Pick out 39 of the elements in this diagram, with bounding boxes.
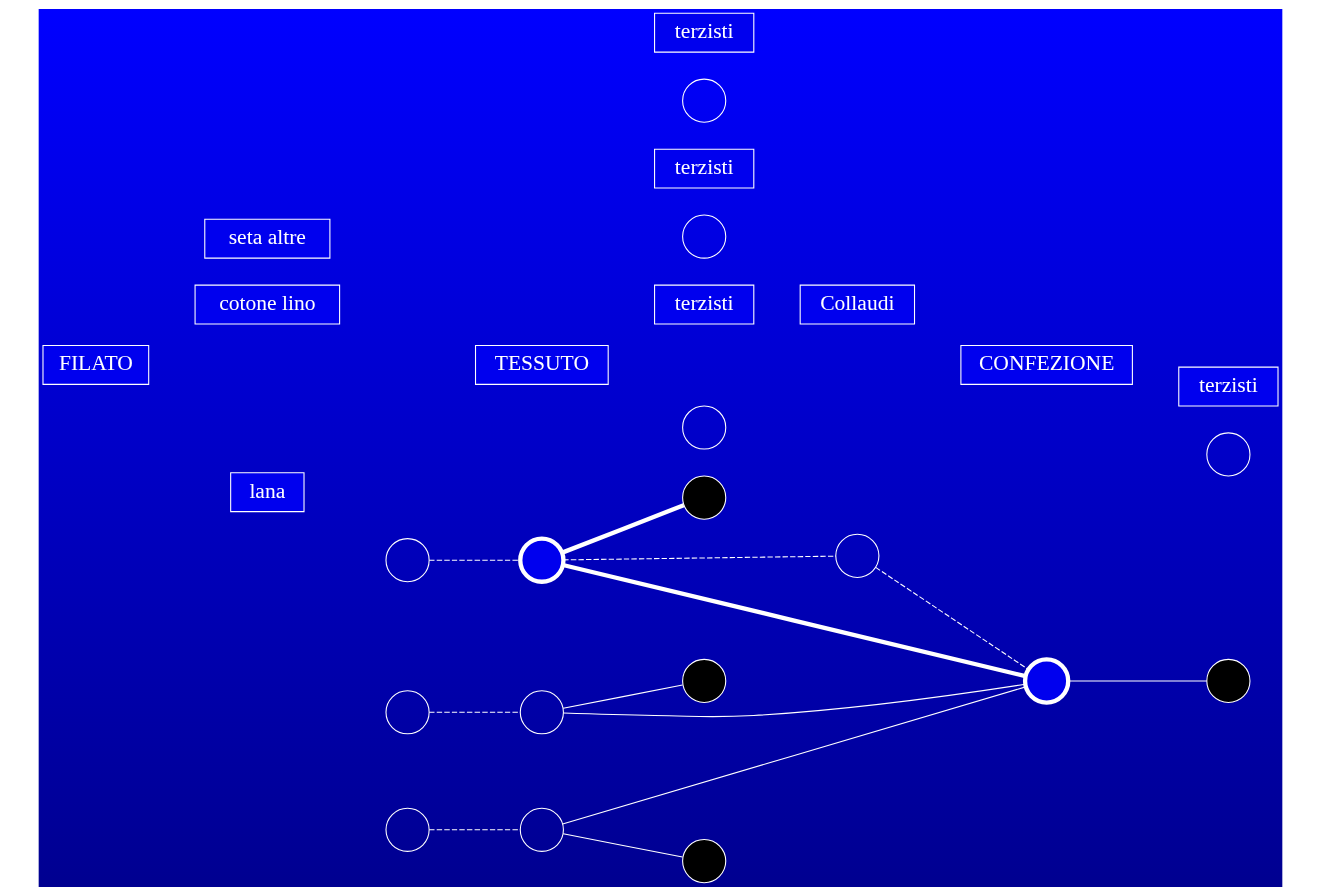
node-box: terzisti (1178, 366, 1279, 406)
connector (428, 828, 521, 830)
connector (562, 555, 837, 560)
connector (562, 683, 683, 709)
node-circle (682, 214, 727, 259)
node-box: cotone lino (194, 284, 341, 324)
node-circle (682, 404, 727, 450)
connector (562, 683, 1026, 717)
connector (875, 566, 1029, 670)
node-box: FILATO (42, 344, 150, 385)
connector (562, 685, 1027, 825)
connector (1067, 679, 1208, 681)
connector (562, 832, 683, 858)
node-circle (519, 689, 564, 734)
node-circle (519, 807, 564, 852)
node-box: TESSUTO (474, 344, 609, 385)
node-circle (682, 475, 727, 520)
connector (561, 502, 685, 555)
node-circle (682, 838, 727, 883)
connector (562, 562, 1026, 678)
node-circle (1206, 431, 1251, 477)
node-box: lana (230, 471, 305, 512)
node-box: terzisti (654, 284, 755, 324)
node-box: Collaudi (799, 284, 916, 324)
node-circle (385, 689, 430, 734)
node-circle (682, 78, 727, 123)
node-circle (1206, 658, 1251, 703)
connector (428, 559, 521, 561)
node-circle (385, 807, 430, 852)
node-box: terzisti (654, 148, 755, 189)
connector (428, 711, 521, 713)
node-circle (682, 658, 727, 703)
node-box: terzisti (654, 12, 755, 53)
node-circle (518, 535, 566, 584)
node-circle (1022, 656, 1071, 705)
node-circle (835, 533, 880, 578)
node-circle (385, 537, 430, 582)
node-box: CONFEZIONE (960, 344, 1133, 385)
node-box: seta altre (204, 218, 331, 259)
